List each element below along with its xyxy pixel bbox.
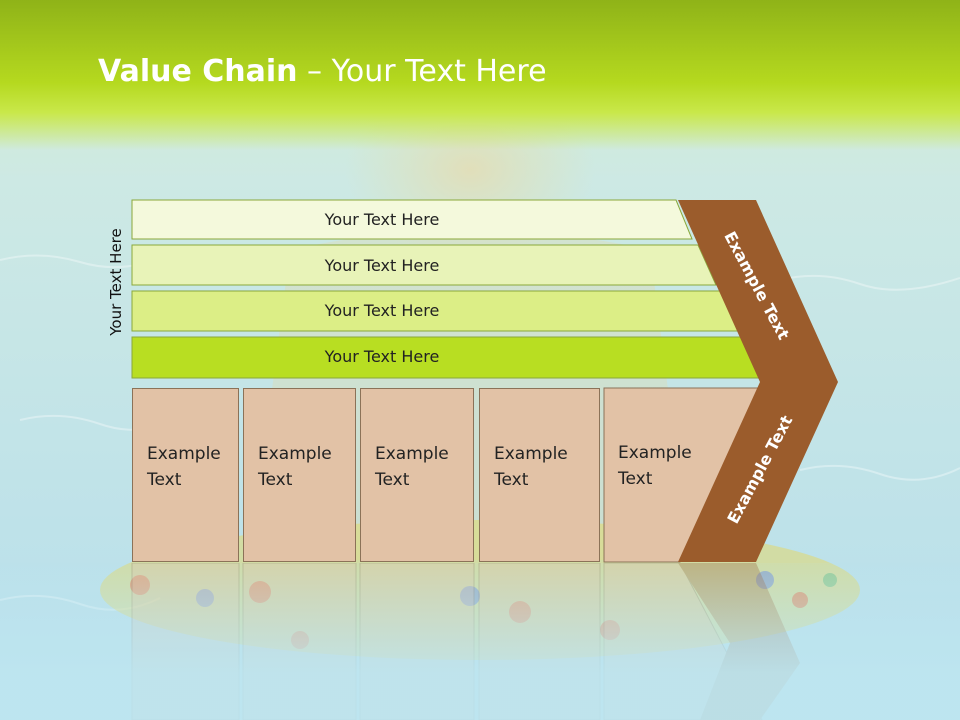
box-2: Example Text: [243, 388, 356, 562]
box-1: Example Text: [132, 388, 239, 562]
title-band: [0, 0, 960, 150]
row-2: Your Text Here: [132, 246, 692, 284]
row-3: Your Text Here: [132, 291, 692, 329]
chevron-arrow: [678, 200, 838, 562]
box-3-line1: Example: [375, 444, 449, 464]
box-4: Example Text: [479, 388, 600, 562]
slide-title: Value Chain – Your Text Here: [98, 54, 547, 89]
row-2-shape: [131, 244, 717, 286]
box-5-line1: Example: [618, 443, 692, 463]
reflection: [0, 563, 960, 720]
box-1-line1: Example: [147, 444, 221, 464]
box-1-line2: Text: [147, 470, 182, 490]
box-3-line2: Text: [375, 470, 410, 490]
box-5-line2: Text: [618, 469, 653, 489]
row-1-shape: [131, 199, 693, 240]
title-rest: – Your Text Here: [297, 54, 547, 89]
row-4: Your Text Here: [132, 337, 692, 375]
box-4-line1: Example: [494, 444, 568, 464]
box-4-line2: Text: [494, 470, 529, 490]
row-2-label: Your Text Here: [324, 255, 440, 275]
box-2-line2: Text: [258, 470, 293, 490]
box-5: Example Text: [604, 388, 724, 562]
row-4-label: Your Text Here: [324, 346, 440, 366]
row-3-label: Your Text Here: [324, 300, 440, 320]
box-3: Example Text: [360, 388, 474, 562]
box-2-line1: Example: [258, 444, 332, 464]
row-1: Your Text Here: [132, 200, 692, 238]
row-1-label: Your Text Here: [324, 209, 440, 229]
title-bold: Value Chain: [98, 54, 298, 89]
